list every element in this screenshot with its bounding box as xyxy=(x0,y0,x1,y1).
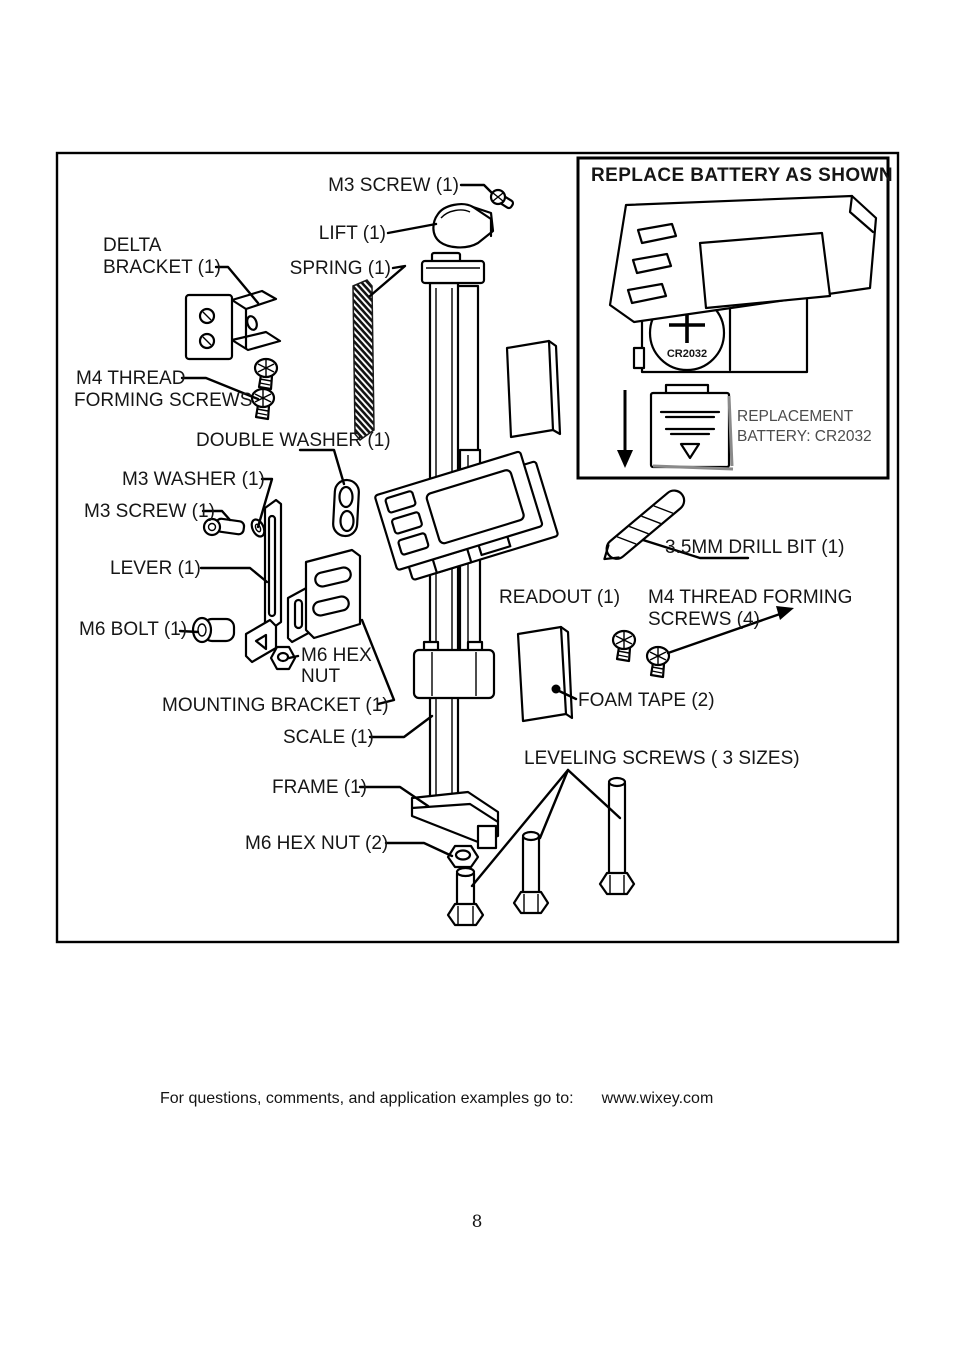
down-arrow xyxy=(617,390,633,468)
inset-readout-drawing xyxy=(608,194,878,324)
m4-screw-drawing xyxy=(611,629,637,663)
m4-screw-drawing xyxy=(645,645,671,679)
m3-screw-label: M3 SCREW (1) xyxy=(84,501,215,522)
delta-bracket-label-2: BRACKET (1) xyxy=(103,257,221,278)
leader-lines xyxy=(178,183,794,888)
readout-label: READOUT (1) xyxy=(499,587,620,608)
foam-tape-drawing xyxy=(505,339,562,439)
column-clamp-drawing xyxy=(412,640,496,700)
m4-thread-left-label-1: M4 THREAD xyxy=(76,368,185,389)
footer-text: For questions, comments, and application… xyxy=(160,1090,574,1107)
delta-bracket-label-1: DELTA xyxy=(103,235,162,256)
mounting-bracket-label: MOUNTING BRACKET (1) xyxy=(162,695,389,716)
double-washer-label: DOUBLE WASHER (1) xyxy=(196,430,391,451)
leveling-screw-short-drawing xyxy=(446,866,485,927)
mounting-bracket-drawing xyxy=(286,548,362,644)
footer: For questions, comments, and application… xyxy=(160,1090,860,1108)
lift-label: LIFT (1) xyxy=(319,223,386,244)
m6-hex-nut-drawing xyxy=(269,645,297,671)
double-washer-drawing xyxy=(332,478,360,538)
m4-screw-drawing xyxy=(250,387,276,421)
m6-bolt-label: M6 BOLT (1) xyxy=(79,619,187,640)
drill-bit-drawing xyxy=(603,489,686,561)
frame-foot-drawing xyxy=(410,790,500,850)
diagram-border xyxy=(55,151,900,944)
m4-thread-right-label-2: SCREWS (4) xyxy=(648,609,760,630)
spring-label: SPRING (1) xyxy=(290,258,391,279)
m3-screw-top-drawing xyxy=(489,188,515,210)
frame-label: FRAME (1) xyxy=(272,777,367,798)
foam-tape-label: FOAM TAPE (2) xyxy=(578,690,715,711)
m6-hex-nut-2-label: M6 HEX NUT (2) xyxy=(245,833,388,854)
lever-drawing xyxy=(244,498,283,664)
scale-label: SCALE (1) xyxy=(283,727,374,748)
replacement-battery-label-2: BATTERY: CR2032 xyxy=(737,428,872,445)
delta-bracket-drawing xyxy=(184,289,282,361)
leveling-screw-medium-drawing xyxy=(512,830,550,915)
readout-drawing xyxy=(374,450,559,581)
m4-thread-left-label-2: FORMING SCREWS xyxy=(74,390,252,411)
battery-marking: CR2032 xyxy=(667,348,707,360)
m4-thread-right-label-1: M4 THREAD FORMING xyxy=(648,587,852,608)
m6-hex-nut-label-1: M6 HEX xyxy=(301,645,372,666)
replacement-battery-label-1: REPLACEMENT xyxy=(737,408,854,425)
m4-screw-drawing xyxy=(253,357,279,391)
m3-screw-drawing xyxy=(202,517,246,537)
m6-hex-nut-label-2: NUT xyxy=(301,666,340,687)
foam-tape-drawing xyxy=(516,625,574,723)
m6-hex-nut-2-drawing xyxy=(446,844,480,869)
inset-title: REPLACE BATTERY AS SHOWN xyxy=(591,165,893,186)
leveling-screws-label: LEVELING SCREWS ( 3 SIZES) xyxy=(524,748,800,769)
page-number: 8 xyxy=(471,1212,483,1232)
lever-label: LEVER (1) xyxy=(110,558,201,579)
m6-bolt-drawing xyxy=(191,616,236,644)
leveling-screw-long-drawing xyxy=(598,776,636,896)
drill-bit-label: 3.5MM DRILL BIT (1) xyxy=(665,537,845,558)
lift-drawing xyxy=(432,203,495,249)
footer-link: www.wixey.com xyxy=(601,1090,714,1107)
spring-drawing xyxy=(352,279,375,442)
replacement-battery-drawing xyxy=(649,383,734,471)
m3-washer-label: M3 WASHER (1) xyxy=(122,469,265,490)
battery-inset: REPLACE BATTERY AS SHOWN CR2032 xyxy=(576,156,893,480)
m3-screw-top-label: M3 SCREW (1) xyxy=(328,175,459,196)
